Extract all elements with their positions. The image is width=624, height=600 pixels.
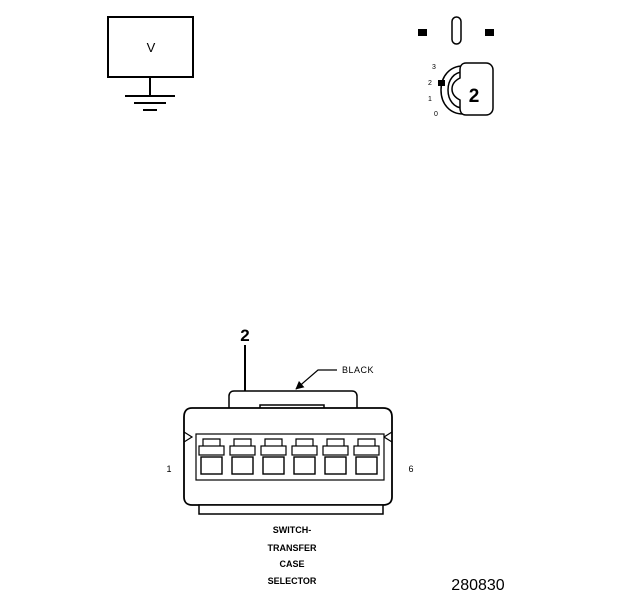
- connector-pin-cavity-1: [198, 438, 225, 475]
- figure-id: 280830: [451, 577, 504, 594]
- ground-icon: [125, 95, 175, 111]
- component-title: SWITCH- TRANSFER CASE SELECTOR: [268, 525, 317, 586]
- connector-pin-cavity-3: [260, 438, 287, 475]
- voltmeter-symbol: V: [147, 40, 156, 55]
- color-leader-line: [295, 369, 337, 390]
- title-line-4: SELECTOR: [268, 576, 317, 586]
- ignition-position-1: 1: [428, 96, 432, 103]
- title-line-1: SWITCH-: [273, 525, 312, 535]
- pin-label-first: 1: [166, 464, 171, 474]
- connector-color-callout: BLACK: [295, 365, 374, 390]
- ignition-switch: 3 2 1 0 2: [418, 16, 494, 118]
- ignition-position-3: 3: [432, 64, 436, 71]
- voltmeter-box: [107, 16, 194, 78]
- connector-color-label: BLACK: [342, 365, 374, 375]
- pin-label-last: 6: [408, 464, 413, 474]
- indicator-right-icon: [485, 29, 494, 36]
- ignition-key-icon: [438, 62, 494, 116]
- connector-body: [183, 390, 393, 515]
- connector-pin-cavity-4: [291, 438, 318, 475]
- connector-pins: [198, 438, 380, 475]
- voltmeter: V: [107, 16, 194, 111]
- key-slot-icon: [451, 16, 462, 45]
- title-line-3: CASE: [279, 559, 304, 569]
- ignition-key-number: 2: [469, 86, 480, 107]
- connector-pin-cavity-5: [322, 438, 349, 475]
- ignition-position-2: 2: [428, 80, 432, 87]
- title-line-2: TRANSFER: [268, 543, 317, 553]
- connector-pin-cavity-6: [353, 438, 380, 475]
- connector-pin-cavity-2: [229, 438, 256, 475]
- ignition-position-0: 0: [434, 111, 438, 118]
- indicator-left-icon: [418, 29, 427, 36]
- callout-number: 2: [240, 326, 249, 345]
